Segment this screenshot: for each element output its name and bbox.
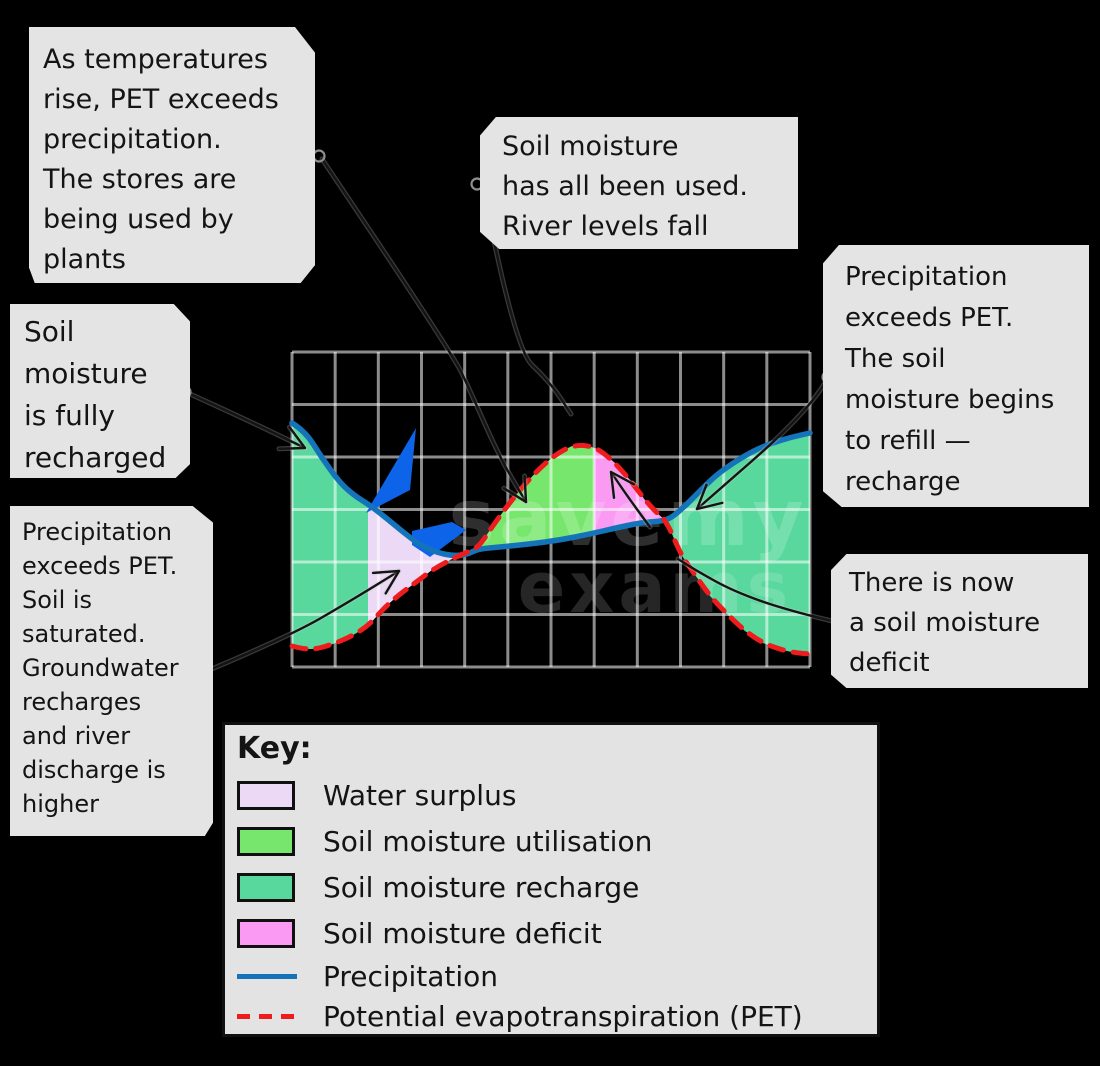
legend-label: Soil moisture utilisation [323,824,653,858]
callout-line: discharge is [22,756,166,784]
callout-precip-exceeds-pet-saturated: Precipitation exceeds PET. Soil is saturate… [10,506,213,836]
callout-line: to refill — [845,426,971,456]
callout-line: There is now [849,568,1015,598]
legend-label: Soil moisture deficit [323,916,602,950]
callout-line: As temperatures [43,44,268,75]
callout-line: being used by [43,204,234,235]
callout-line: Precipitation [845,262,1008,292]
region-soil-moisture-deficit [594,447,667,534]
callout-line: recharge [845,467,961,497]
callout-line: Soil moisture [502,131,679,162]
callout-line: Groundwater [22,654,179,682]
arrow-to-deficit-head [609,470,636,500]
callout-deficit-now: There is now a soil moisture deficit [831,554,1088,688]
callout-line: Precipitation [22,518,173,546]
callout-moisture-all-used: Soil moisture has all been used. River lev… [480,117,798,249]
legend-line-solid [237,973,297,979]
legend-swatch [237,918,295,948]
callout-line: River levels fall [502,211,709,242]
arrow-to-recharge-right [695,379,828,511]
arrow-to-utilisation [320,157,528,504]
callout-line: higher [22,790,99,818]
callout-line: The stores are [43,164,237,195]
legend-label: Water surplus [323,778,517,812]
callout-stores-used-by-plants: As temperatures rise, PET exceeds precipit… [29,27,315,283]
arrow-to-surplus-head [371,569,401,595]
legend-item-potential-evapotranspiration-pet: Potential evapotranspiration (PET) [237,996,877,1036]
callout-line: recharges [22,688,142,716]
callout-line: has all been used. [502,171,749,202]
arrow-to-utilisation-head [502,474,528,504]
callout-line: saturated. [22,620,146,648]
region-soil-moisture-recharge-left [292,423,368,649]
callout-line: precipitation. [43,124,222,155]
arrow-to-deficit [609,470,652,529]
line-from-moisture-used [481,184,573,416]
precipitation-line [289,420,813,559]
callout-line: rise, PET exceeds [43,84,279,115]
line-from-deficit-callout [676,557,838,624]
legend-item-soil-moisture-utilisation: Soil moisture utilisation [237,818,877,864]
callout-line: a soil moisture [849,608,1041,638]
legend-item-water-surplus: Water surplus [237,772,877,818]
callout-line: and river [22,722,131,750]
pet-line [289,442,813,657]
legend-line-dashed [237,1013,297,1019]
arrow-to-recharge-left-head [277,425,307,450]
callout-line: deficit [849,648,930,678]
legend-label: Precipitation [323,959,499,993]
callout-line: is fully [24,399,115,432]
callout-precip-exceeds-pet-refill: Precipitation exceeds PET. The soil moistur… [823,245,1089,507]
legend-label: Soil moisture recharge [323,870,640,904]
watermark-text: exams [518,547,792,629]
callout-line: exceeds PET. [845,303,1014,333]
callout-line: moisture begins [845,385,1055,415]
key-title: Key: [237,731,312,766]
callout-line: The soil [845,344,946,374]
callout-line: Soil [24,315,75,348]
callout-fully-recharged: Soil moisture is fully recharged [10,304,190,478]
pin-icon [312,149,326,163]
callout-line: plants [43,244,126,275]
legend-swatch [237,872,295,902]
legend-swatch [237,826,295,856]
callout-line: recharged [24,441,167,474]
watermark-logo-icon [366,428,416,513]
arrow-to-recharge-right-head [695,483,724,511]
legend-item-soil-moisture-recharge: Soil moisture recharge [237,864,877,910]
callout-line: moisture [24,357,148,390]
legend-swatch [237,780,295,810]
legend-item-precipitation: Precipitation [237,956,877,996]
callout-line: exceeds PET. [22,552,178,580]
arrow-to-recharge-left [188,392,307,450]
callout-line: Soil is [22,586,93,614]
legend-item-soil-moisture-deficit: Soil moisture deficit [237,910,877,956]
arrow-to-surplus [205,569,401,673]
legend-label: Potential evapotranspiration (PET) [323,999,803,1033]
